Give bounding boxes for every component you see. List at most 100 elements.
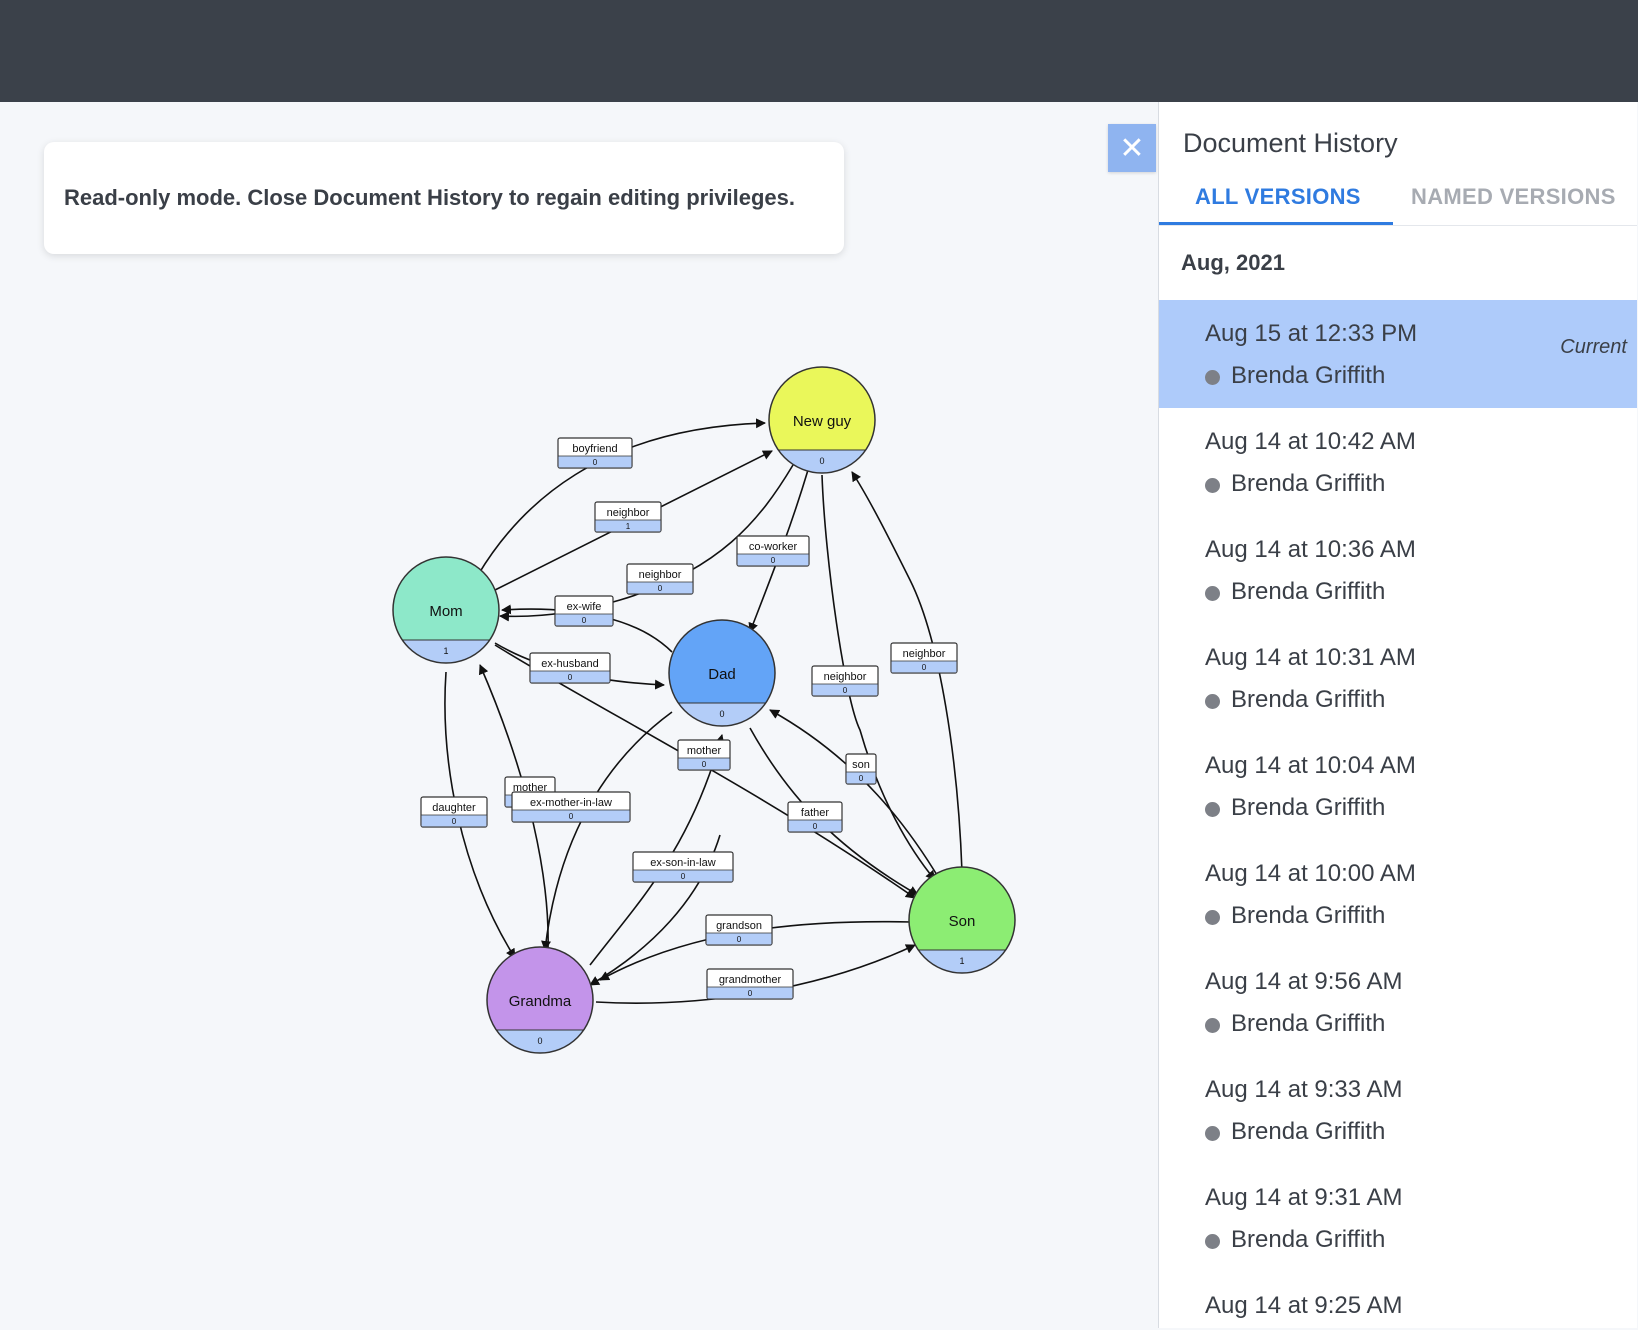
node-label: Mom [429, 603, 462, 620]
edge-boyfriend[interactable] [477, 418, 766, 576]
version-author: Brenda Griffith [1231, 794, 1386, 821]
author-dot-icon [1205, 370, 1220, 385]
author-dot-icon [1205, 910, 1220, 925]
version-date: Aug 14 at 10:42 AM [1205, 428, 1416, 455]
version-date: Aug 15 at 12:33 PM [1205, 320, 1418, 347]
edge-mother-grandma-mom[interactable] [479, 664, 549, 951]
author-dot-icon [1205, 1126, 1220, 1141]
version-author: Brenda Griffith [1231, 902, 1386, 929]
version-author: Brenda Griffith [1231, 578, 1386, 605]
edge-count: 0 [452, 817, 457, 826]
edge-label: daughter [432, 802, 476, 814]
read-only-banner: Read-only mode. Close Document History t… [44, 142, 844, 254]
edge-label-box[interactable]: neighbor 0 [890, 642, 958, 674]
node-mom[interactable]: Mom 1 [392, 556, 500, 693]
edge-label-box[interactable]: daughter 0 [420, 796, 488, 828]
edge-count: 0 [843, 686, 848, 695]
author-dot-icon [1205, 1234, 1220, 1249]
edge-count: 0 [702, 760, 707, 769]
edge-count: 0 [737, 935, 742, 944]
edge-son-son-dad[interactable] [769, 709, 941, 881]
edge-count: 0 [681, 872, 686, 881]
edge-label-box[interactable]: grandson 0 [705, 914, 773, 946]
close-history-button[interactable]: ✕ [1108, 124, 1156, 172]
edge-label: father [801, 807, 829, 819]
version-date: Aug 14 at 10:04 AM [1205, 752, 1416, 779]
author-dot-icon [1205, 586, 1220, 601]
author-dot-icon [1205, 694, 1220, 709]
version-date: Aug 14 at 10:00 AM [1205, 860, 1416, 887]
node-count: 0 [819, 456, 824, 466]
document-history-panel: Document History ALL VERSIONS NAMED VERS… [1158, 102, 1637, 1328]
version-item[interactable]: Aug 14 at 10:00 AM Brenda Griffith [1159, 840, 1637, 948]
edge-label-box[interactable]: ex-son-in-law 0 [632, 851, 734, 883]
author-dot-icon [1205, 802, 1220, 817]
version-author: Brenda Griffith [1231, 1226, 1386, 1253]
edge-count: 0 [748, 989, 753, 998]
author-dot-icon [1205, 478, 1220, 493]
node-label: Dad [708, 666, 736, 683]
version-author: Brenda Griffith [1231, 1118, 1386, 1145]
edge-label: neighbor [639, 569, 682, 581]
active-tab-indicator [1159, 222, 1393, 225]
edge-label: co-worker [749, 541, 798, 553]
node-newguy[interactable]: New guy 0 [768, 366, 876, 503]
edge-label: grandmother [719, 974, 782, 986]
tab-all-versions[interactable]: ALL VERSIONS [1195, 184, 1361, 209]
edge-label-box[interactable]: mother 0 [677, 739, 731, 771]
edge-label: neighbor [824, 671, 867, 683]
version-author: Brenda Griffith [1231, 362, 1386, 389]
edge-label: ex-son-in-law [650, 857, 715, 869]
node-count: 1 [443, 646, 448, 656]
edge-neighbor-newguy-son[interactable] [821, 474, 936, 881]
node-label: New guy [793, 413, 852, 430]
edge-count: 0 [593, 458, 598, 467]
panel-title: Document History [1183, 128, 1398, 158]
version-item[interactable]: Aug 15 at 12:33 PM Brenda Griffith Current [1159, 300, 1637, 408]
edge-count: 0 [568, 673, 573, 682]
edge-label-box[interactable]: neighbor 0 [626, 563, 694, 595]
edge-label-box[interactable]: neighbor 0 [811, 665, 879, 697]
edge-ex-mother-in-law[interactable] [541, 711, 673, 951]
version-date: Aug 14 at 9:25 AM [1205, 1292, 1403, 1319]
version-author: Brenda Griffith [1231, 686, 1386, 713]
current-version-label: Current [1560, 336, 1627, 358]
edge-count: 0 [922, 663, 927, 672]
node-dad[interactable]: Dad 0 [668, 619, 776, 756]
edge-label: neighbor [903, 648, 946, 660]
version-author: Brenda Griffith [1231, 1010, 1386, 1037]
node-count: 1 [959, 956, 964, 966]
edge-label-box[interactable]: grandmother 0 [706, 968, 794, 1000]
edge-count: 0 [658, 584, 663, 593]
edge-label: mother [687, 745, 722, 757]
edge-count: 0 [569, 812, 574, 821]
graph-canvas [0, 102, 1158, 1330]
edge-count: 0 [859, 774, 864, 783]
edge-neighbor-son-newguy[interactable] [851, 471, 963, 873]
edge-label: mother [513, 782, 548, 794]
tab-named-versions[interactable]: NAMED VERSIONS [1411, 184, 1616, 209]
node-label: Grandma [509, 993, 572, 1010]
node-count: 0 [719, 709, 724, 719]
edge-label: grandson [716, 920, 762, 932]
version-item[interactable]: Aug 14 at 10:04 AM Brenda Griffith [1159, 732, 1637, 840]
close-icon: ✕ [1119, 131, 1145, 165]
